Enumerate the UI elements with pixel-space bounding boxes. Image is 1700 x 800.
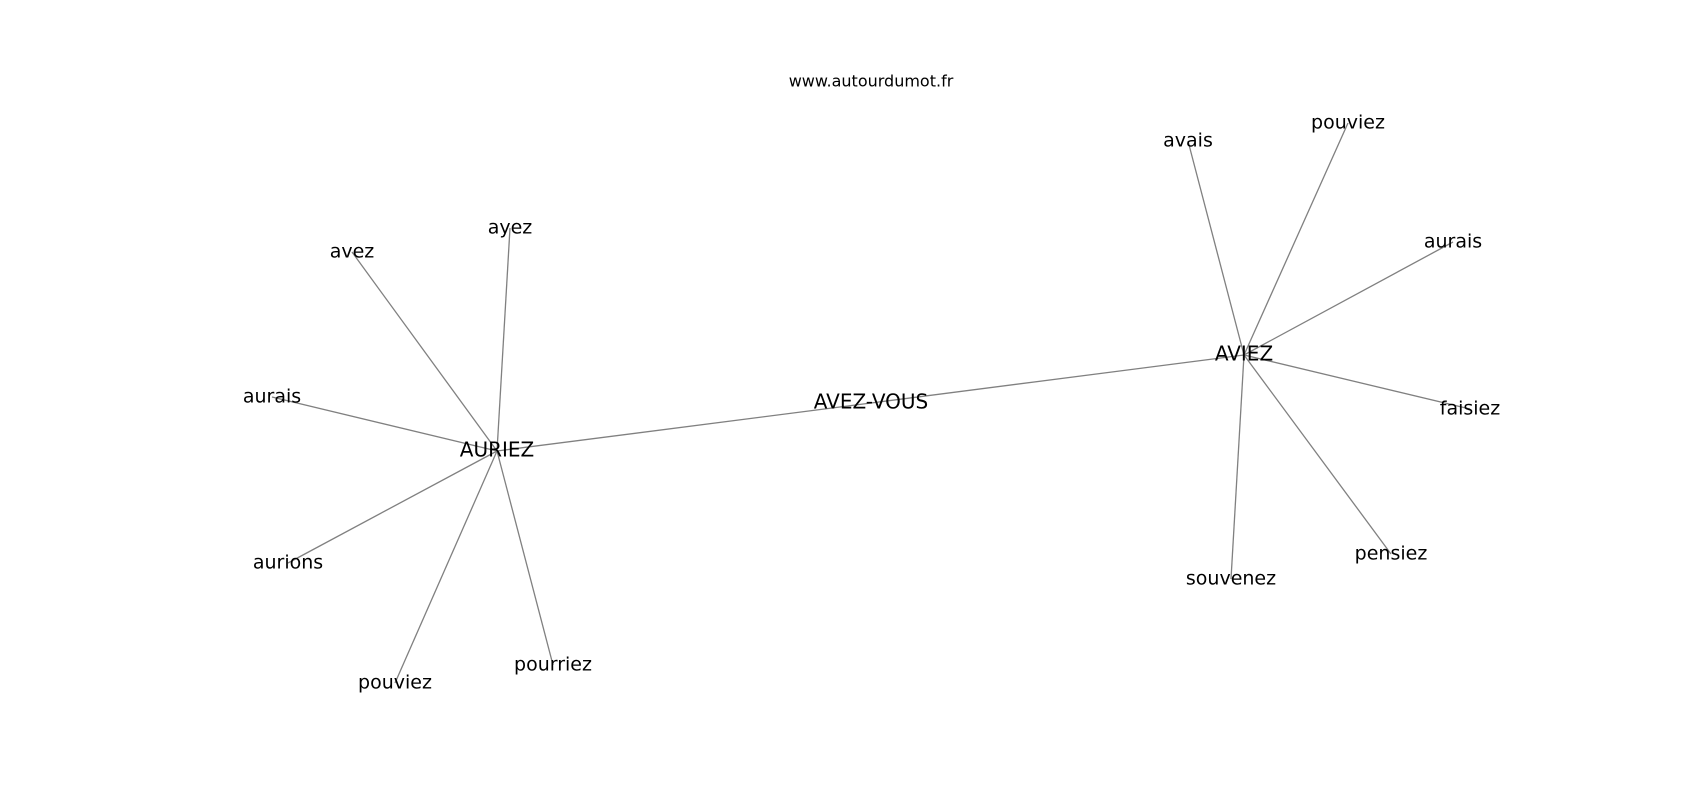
edge-auriez-l-ayez [496,227,511,452]
edge-aviez-r-pouviez [1243,122,1349,356]
node-l-aurais: aurais [243,386,301,408]
node-r-avais: avais [1163,130,1213,152]
edge-auriez-l-avez [351,251,498,452]
node-r-faisiez: faisiez [1440,398,1500,420]
node-r-aurais: aurais [1424,231,1482,253]
node-center: AVEZ-VOUS [814,390,929,414]
node-r-souvenez: souvenez [1186,568,1276,590]
node-r-pouviez: pouviez [1311,112,1385,134]
edge-center-aviez [870,354,1245,404]
edge-auriez-l-pouviez [394,450,498,684]
node-auriez: AURIEZ [460,438,534,462]
site-watermark: www.autourdumot.fr [789,72,954,91]
edge-aviez-r-faisiez [1243,354,1471,410]
node-l-pouviez: pouviez [358,672,432,694]
node-l-ayez: ayez [488,217,533,239]
graph-edges [271,122,1471,684]
node-r-pensiez: pensiez [1355,543,1428,565]
node-l-pourriez: pourriez [514,654,592,676]
node-l-avez: avez [330,241,375,263]
node-l-aurions: aurions [253,552,323,574]
node-aviez: AVIEZ [1215,342,1273,366]
edge-aviez-r-avais [1187,140,1245,356]
edge-aviez-r-aurais [1243,241,1454,356]
edge-aviez-r-pensiez [1243,354,1392,555]
edge-auriez-center [496,402,872,452]
edge-aviez-r-souvenez [1230,354,1245,580]
graph-nodes: AVEZ-VOUS AURIEZ AVIEZ ayez avez aurais aurion… [243,112,1500,694]
edge-auriez-l-pourriez [496,450,554,666]
edge-auriez-l-aurais [271,396,498,452]
edge-auriez-l-aurions [287,450,498,564]
